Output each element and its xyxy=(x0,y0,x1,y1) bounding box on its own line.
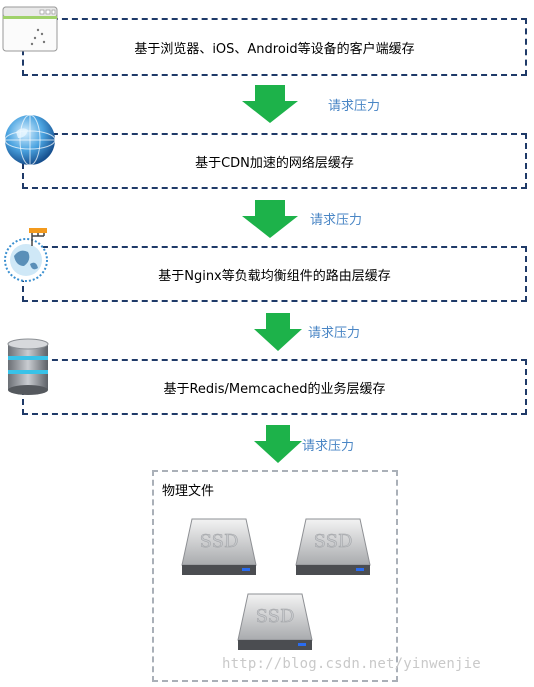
client-cache-layer: 基于浏览器、iOS、Android等设备的客户端缓存 xyxy=(22,18,527,76)
pressure-label-4: 请求压力 xyxy=(302,439,355,454)
pressure-label-3: 请求压力 xyxy=(308,326,361,341)
globe-network-icon xyxy=(2,112,58,168)
business-cache-label: 基于Redis/Memcached的业务层缓存 xyxy=(163,381,386,397)
client-cache-label: 基于浏览器、iOS、Android等设备的客户端缓存 xyxy=(134,41,415,57)
pressure-label-1: 请求压力 xyxy=(328,99,381,114)
svg-text:SSD: SSD xyxy=(200,531,239,552)
business-cache-layer: 基于Redis/Memcached的业务层缓存 xyxy=(22,359,527,415)
storage-title: 物理文件 xyxy=(162,484,215,499)
routing-cache-layer: 基于Nginx等负载均衡组件的路由层缓存 xyxy=(22,246,527,302)
cdn-cache-layer: 基于CDN加速的网络层缓存 xyxy=(22,133,527,189)
cdn-cache-label: 基于CDN加速的网络层缓存 xyxy=(195,155,354,171)
svg-text:SSD: SSD xyxy=(314,531,353,552)
routing-cache-label: 基于Nginx等负载均衡组件的路由层缓存 xyxy=(158,268,391,284)
down-arrow-2 xyxy=(242,200,298,238)
ssd-drive-icon-2: SSD xyxy=(294,515,372,581)
ssd-drive-icon-3: SSD xyxy=(236,590,314,656)
svg-text:SSD: SSD xyxy=(256,606,295,627)
physical-file-storage: 物理文件 xyxy=(152,470,398,682)
down-arrow-1 xyxy=(242,85,298,123)
database-icon xyxy=(6,338,50,396)
watermark-url: http://blog.csdn.net/yinwenjie xyxy=(222,656,481,672)
ssd-drive-icon-1: SSD xyxy=(180,515,258,581)
router-globe-icon xyxy=(2,226,58,284)
down-arrow-3 xyxy=(254,313,302,351)
pressure-label-2: 请求压力 xyxy=(310,213,363,228)
browser-window-icon xyxy=(2,6,58,52)
down-arrow-4 xyxy=(254,425,302,463)
